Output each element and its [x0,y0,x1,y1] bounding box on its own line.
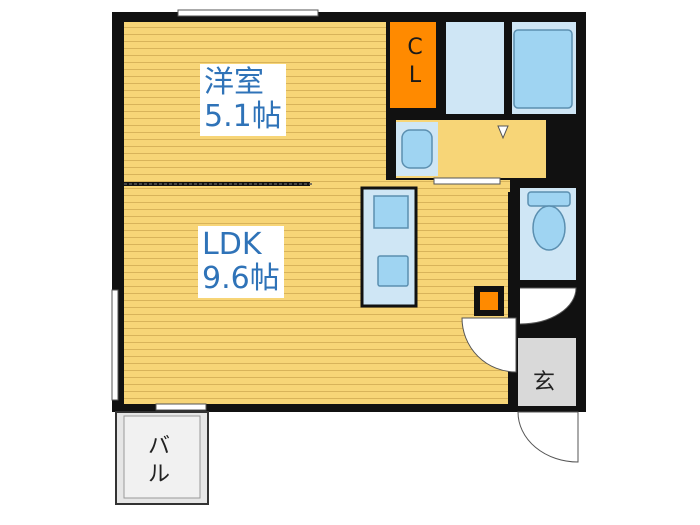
balcony-label: バ ル [146,433,172,489]
entrance-floor [518,338,576,406]
bathtub [513,29,573,109]
window-left [111,289,119,401]
closet-label: C L [404,34,426,90]
ldk-floor [124,186,508,404]
toilet-1 [401,129,433,169]
balcony-label-1: バ [147,434,170,459]
balcony-inner [123,415,201,499]
toilet-2-tank [527,191,571,207]
bathtub-wall [504,22,512,114]
closet-label-c: C [407,35,423,60]
western-room-name: 洋室 [204,65,264,100]
ldk-room-name: LDK [202,227,262,262]
stove [377,255,409,287]
door-swing-marker [497,125,509,140]
door-opening-washroom [433,177,501,185]
washroom-wall [548,118,578,180]
entrance-label: 玄 [533,370,556,395]
window-top [177,9,319,17]
closet [390,22,436,108]
ldk-door-swing [461,317,517,373]
ldk-room-size: 9.6帖 [202,261,280,296]
window-balcony [155,403,207,411]
closet-label-l: L [408,63,422,88]
utility-box-inner [480,292,498,310]
toilet-2-bowl [532,205,566,251]
western-room-size: 5.1帖 [204,99,282,134]
toilet-door-swing [519,287,577,325]
entrance-door-swing [517,411,579,463]
kitchen-sink [373,195,409,229]
balcony-label-2: ル [147,462,170,487]
